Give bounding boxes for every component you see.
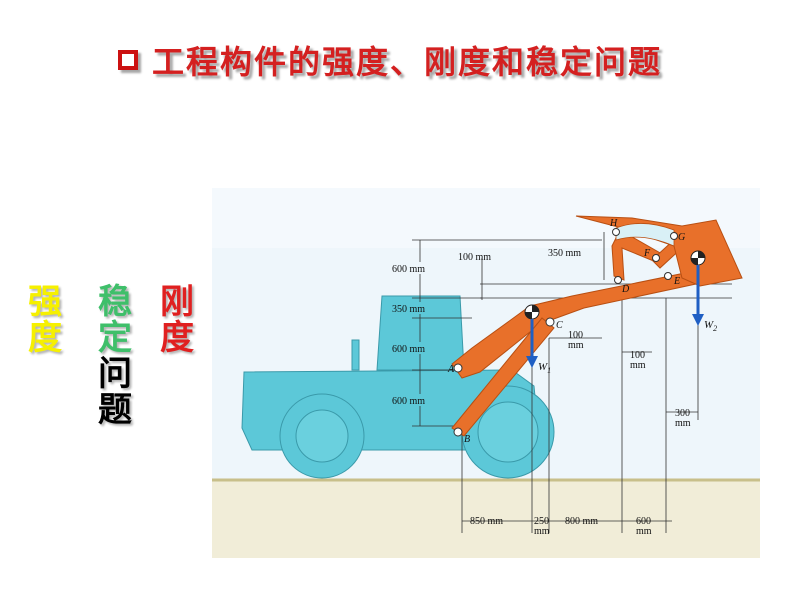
loader-arm <box>451 215 743 437</box>
label-problem-char: 题 <box>98 390 132 430</box>
label-stiffness-char: 度 <box>160 318 194 358</box>
dim-label: mm <box>630 360 646 371</box>
point-label-b: B <box>464 434 470 445</box>
label-strength: 强 度 <box>28 284 62 356</box>
pin-b <box>453 427 463 437</box>
dim-label: mm <box>675 418 691 429</box>
loader-exhaust <box>351 339 360 371</box>
dim-label: 850 mm <box>470 516 503 527</box>
load-label-w1: W1 <box>538 361 551 375</box>
cg-w1-quadrant <box>532 305 539 312</box>
label-bg <box>390 394 436 406</box>
dim-label: 300 <box>675 408 690 419</box>
pin-c <box>545 317 555 327</box>
load-symbol: W <box>704 319 714 331</box>
label-bg <box>390 262 436 274</box>
dim-label: 100 <box>568 330 583 341</box>
point-label-a: A <box>447 364 455 375</box>
dim-label: mm <box>568 340 584 351</box>
pin-e <box>664 272 672 280</box>
dim-label: mm <box>534 526 550 537</box>
load-subscript: 1 <box>547 366 551 375</box>
load-labels: W1 W2 <box>538 319 717 375</box>
point-labels: A B C D E F G H <box>447 218 685 445</box>
label-bg <box>390 302 436 314</box>
label-problem: 问 题 <box>98 356 132 428</box>
dim-label: 600 mm <box>392 396 425 407</box>
arrow-down-icon <box>692 314 704 326</box>
cg-w2-quadrant <box>691 258 698 265</box>
label-strength-char: 度 <box>28 318 62 358</box>
loader-diagram: 600 mm 350 mm 600 mm 600 mm 100 mm 350 m… <box>212 188 760 558</box>
point-label-c: C <box>556 320 563 331</box>
label-bg <box>390 342 436 354</box>
label-strength-char: 强 <box>28 282 62 322</box>
dim-label: 350 mm <box>392 304 425 315</box>
load-subscript: 2 <box>713 324 717 333</box>
pin-g <box>670 232 678 240</box>
point-label-f: F <box>643 248 651 259</box>
dim-label: 800 mm <box>565 516 598 527</box>
cg-w1-quadrant <box>525 312 532 319</box>
point-label-g: G <box>678 232 685 243</box>
dim-label: 600 <box>636 516 651 527</box>
load-markers <box>524 250 706 368</box>
dim-label: 350 mm <box>548 248 581 259</box>
point-label-d: D <box>621 284 630 295</box>
pin-d <box>614 276 622 284</box>
point-label-e: E <box>673 276 680 287</box>
load-label-w2: W2 <box>704 319 717 333</box>
square-bullet-icon <box>118 50 138 70</box>
dim-label: mm <box>636 526 652 537</box>
pin-h <box>612 228 620 236</box>
dim-label: 100 <box>630 350 645 361</box>
dim-label: 250 <box>534 516 549 527</box>
label-stability: 稳 定 <box>98 284 132 356</box>
cg-w2-quadrant <box>698 251 705 258</box>
pin-a <box>453 363 463 373</box>
pin-f <box>652 254 660 262</box>
label-stability-char: 稳 <box>98 282 132 322</box>
title-text: 工程构件的强度、刚度和稳定问题 <box>152 43 663 81</box>
label-stiffness-char: 刚 <box>160 282 194 322</box>
label-problem-char: 问 <box>98 354 132 394</box>
arrow-down-icon <box>526 356 538 368</box>
load-symbol: W <box>538 361 548 373</box>
ground <box>212 480 760 558</box>
dim-label: 600 mm <box>392 344 425 355</box>
front-wheel-hub <box>477 401 539 463</box>
rear-wheel-hub <box>295 409 349 463</box>
dimension-labels: 600 mm 350 mm 600 mm 600 mm 100 mm 350 m… <box>390 248 691 537</box>
dim-label: 100 mm <box>458 252 491 263</box>
loader-diagram-svg: 600 mm 350 mm 600 mm 600 mm 100 mm 350 m… <box>212 188 760 558</box>
bucket-opening <box>615 223 675 247</box>
point-label-h: H <box>609 218 618 229</box>
label-stability-char: 定 <box>98 318 132 358</box>
label-stiffness: 刚 度 <box>160 284 194 356</box>
slide-title: 工程构件的强度、刚度和稳定问题 <box>118 38 662 82</box>
dim-label: 600 mm <box>392 264 425 275</box>
